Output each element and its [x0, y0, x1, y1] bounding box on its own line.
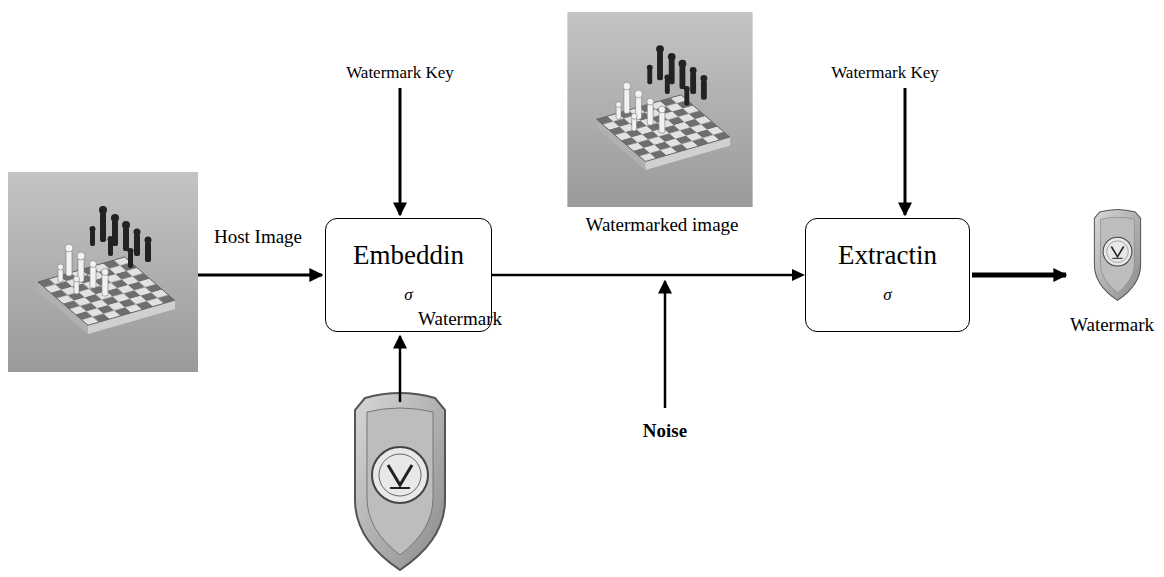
- output-arrow: [972, 273, 1066, 278]
- caption-label: Noise: [643, 420, 687, 443]
- box-symbol: σ: [404, 285, 412, 305]
- signal-line: [492, 269, 805, 281]
- caption-label: Host Image: [214, 226, 302, 249]
- caption-label: Watermark: [1070, 314, 1154, 337]
- noise-arrow: [664, 281, 667, 408]
- key-arrow: [904, 88, 907, 215]
- host-arrow: [198, 274, 322, 277]
- watermark-logo: [355, 393, 445, 570]
- caption-label: Watermarked image: [585, 214, 738, 237]
- key-arrow: [399, 88, 402, 215]
- caption-label: Watermark Key: [831, 63, 939, 83]
- arrow-head: [792, 269, 805, 281]
- box-title: Extractin: [838, 239, 937, 271]
- process-box: Extractin σ: [805, 218, 970, 332]
- caption-label: Watermark: [418, 308, 502, 331]
- box-title: Embeddin: [353, 239, 464, 271]
- caption-label: Watermark Key: [346, 63, 454, 83]
- extracted-watermark-logo: [1094, 210, 1140, 301]
- box-symbol: σ: [883, 285, 891, 305]
- watermark-arrow: [399, 336, 402, 402]
- host-image: [8, 172, 198, 372]
- watermarked-image: [567, 12, 752, 207]
